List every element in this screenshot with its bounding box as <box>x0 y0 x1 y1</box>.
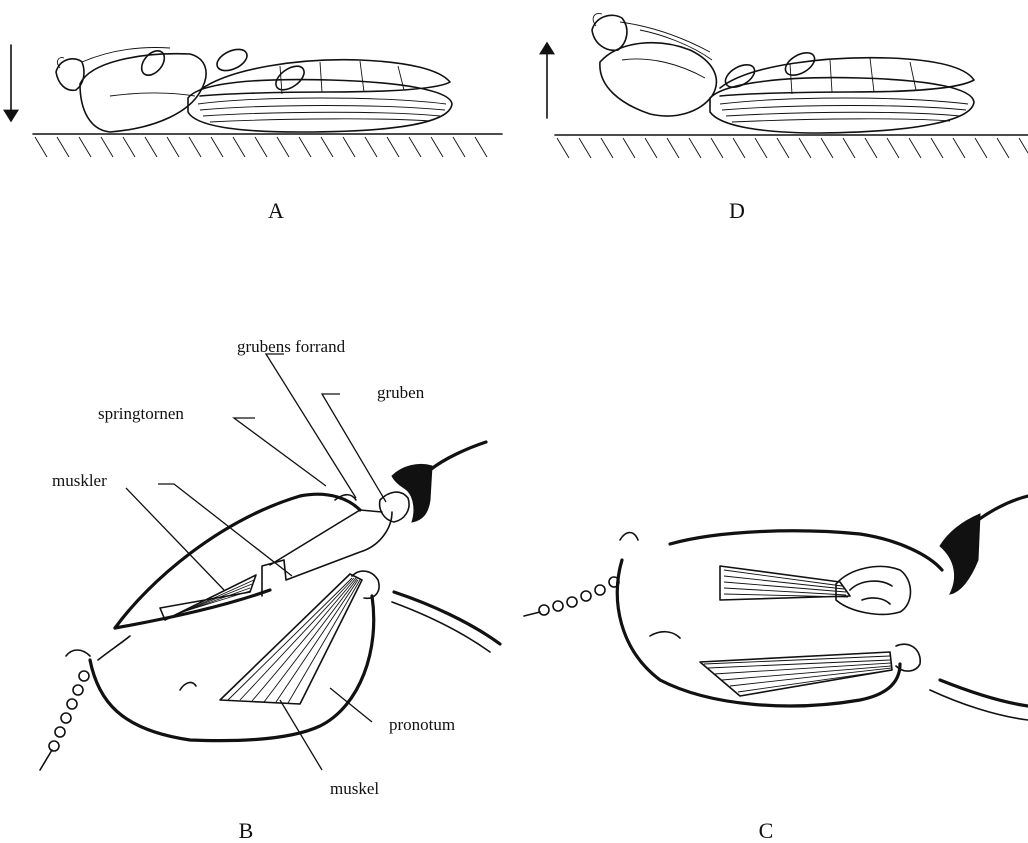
ground-surface-d <box>555 135 1028 158</box>
beetle-flexed-illustration <box>592 14 974 133</box>
callout-gruben: gruben <box>377 383 425 402</box>
callout-pronotum: pronotum <box>389 715 455 734</box>
panel-b: grubens forrand gruben springtornen musk… <box>40 337 500 843</box>
beetle-lying-illustration <box>56 45 452 132</box>
panel-letter-c: C <box>759 818 774 843</box>
callout-muskler: muskler <box>52 471 107 490</box>
panel-a: A <box>11 45 502 223</box>
panel-letter-d: D <box>729 198 745 223</box>
beetle-section-c <box>524 496 1028 720</box>
panel-letter-b: B <box>239 818 254 843</box>
ground-surface-a <box>33 134 502 157</box>
callout-grubens-forrand: grubens forrand <box>237 337 346 356</box>
callout-muskel: muskel <box>330 779 379 798</box>
panel-c: C <box>524 496 1028 843</box>
panel-letter-a: A <box>268 198 284 223</box>
panel-d: D <box>547 14 1028 223</box>
callout-springtornen: springtornen <box>98 404 184 423</box>
